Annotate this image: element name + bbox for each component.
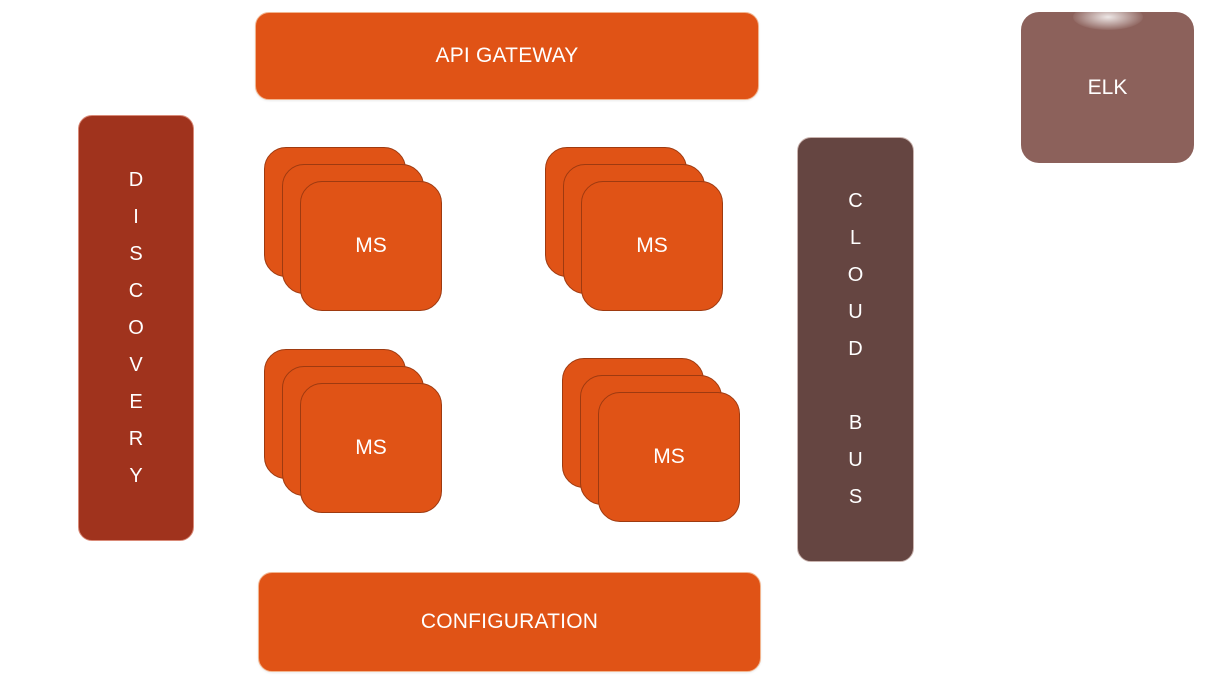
discovery-letter: C [128,279,144,302]
api-gateway-box: API GATEWAY [255,12,759,100]
elk-box: ELK [1021,4,1194,163]
microservice-card-front: MS [300,181,442,311]
elk-label: ELK [1087,75,1128,99]
cloud-bus-letter: S [848,486,863,508]
discovery-letter: D [128,168,144,191]
cloud-bus-letter: B [848,412,863,434]
configuration-label: CONFIGURATION [420,610,599,633]
cloud-bus-letter: O [847,264,864,286]
discovery-letter: O [128,316,144,339]
cloud-bus-letter: U [848,449,863,471]
microservice-card-front: MS [598,392,740,522]
discovery-letter: Y [129,464,143,487]
microservice-label: MS [636,234,668,257]
discovery-letter: I [133,205,139,228]
microservice-card-front: MS [581,181,723,311]
discovery-letter: S [129,242,143,265]
microservice-label: MS [355,436,387,459]
discovery-letter: V [129,353,143,376]
discovery-letter: E [129,390,143,413]
cloud-bus-letter: L [849,227,862,249]
microservice-label: MS [653,445,685,468]
microservice-stack: MS [264,349,444,519]
configuration-box: CONFIGURATION [258,572,761,672]
discovery-letter: R [128,427,144,450]
microservice-stack: MS [545,147,725,317]
cloud-bus-letter: D [848,338,863,360]
cloud-bus-box: C L O U D B U S [797,137,914,562]
discovery-box: D I S C O V E R Y [78,115,194,541]
microservice-card-front: MS [300,383,442,513]
elk-highlight [1072,4,1143,30]
api-gateway-label: API GATEWAY [435,44,579,67]
microservice-stack: MS [264,147,444,317]
microservice-label: MS [355,234,387,257]
cloud-bus-letter: C [848,190,863,212]
microservice-stack: MS [562,358,742,528]
cloud-bus-letter: U [848,301,863,323]
